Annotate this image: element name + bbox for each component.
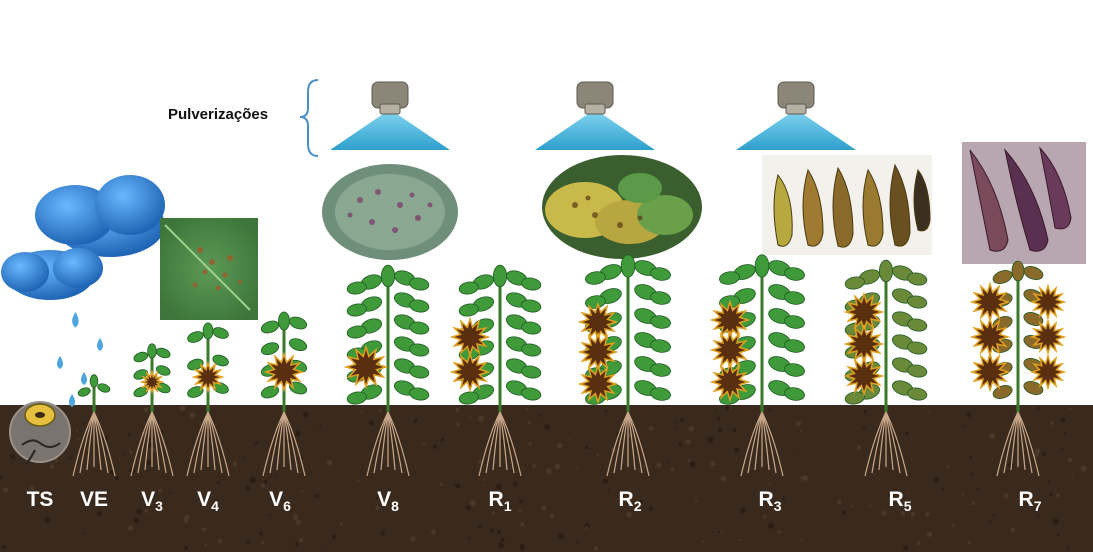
soybean-plant (343, 264, 430, 477)
soybean-plant (130, 343, 174, 477)
stage-sub: 3 (773, 498, 782, 514)
stage-label-v3: V3 (141, 488, 163, 514)
stage-sub: 8 (391, 498, 399, 514)
rain-cloud-icon (1, 175, 165, 300)
stage-label-r3: R3 (759, 488, 782, 514)
stage-base: TS (26, 488, 54, 511)
stage-sub: 5 (903, 498, 912, 514)
soybean-plant (72, 374, 116, 477)
stage-label-r5: R5 (889, 488, 912, 514)
soybean-plant (843, 259, 928, 477)
spray-nozzle-v8 (330, 81, 450, 150)
stage-label-v8: V8 (377, 488, 399, 514)
photo-leaf-v8-inset (322, 164, 458, 260)
lesion-icon (139, 369, 165, 395)
stage-base: R (888, 488, 904, 511)
soybean-plant (449, 264, 542, 477)
spray-bracket (299, 79, 319, 157)
photo-pods-r3-inset (762, 155, 932, 255)
photo-pods-r7-inset (962, 142, 1086, 264)
lesion-icon (263, 351, 305, 393)
lesion-icon (969, 316, 1011, 358)
stage-sub: 3 (155, 498, 163, 514)
lesion-icon (449, 351, 491, 393)
soybean-plant (260, 311, 308, 477)
stage-base: R (618, 488, 634, 511)
photo-leaf-r2-inset (542, 155, 702, 259)
stage-base: R (1018, 488, 1034, 511)
lesion-icon (843, 355, 885, 397)
stage-sub: 1 (503, 498, 512, 514)
stage-sub: 7 (1033, 498, 1042, 514)
stage-base: R (758, 488, 774, 511)
spray-label: Pulverizações (168, 106, 269, 123)
soybean-plant (969, 260, 1067, 477)
seed-icon (9, 401, 71, 466)
soybean-plant (709, 254, 805, 477)
raindrops (57, 312, 103, 407)
stage-base: V (269, 488, 284, 511)
soybean-plant (186, 322, 230, 477)
stage-base: VE (79, 488, 109, 511)
stage-label-r2: R2 (619, 488, 642, 514)
lesion-icon (1029, 353, 1067, 391)
lesion-icon (343, 344, 389, 390)
soybean-plants (72, 254, 1067, 477)
stage-sub: 2 (633, 498, 642, 514)
lesion-icon (1029, 318, 1067, 356)
stage-label-ve: VE (80, 488, 108, 514)
soybean-plant (577, 254, 671, 477)
stage-base: V (377, 488, 392, 511)
lesion-icon (577, 363, 619, 405)
stage-sub: 4 (211, 498, 219, 514)
lesion-icon (969, 281, 1011, 323)
stage-label-v6: V6 (269, 488, 291, 514)
lesion-icon (709, 361, 751, 403)
stage-label-r1: R1 (489, 488, 512, 514)
stage-label-r7: R7 (1019, 488, 1042, 514)
lesion-icon (449, 316, 491, 358)
photo-leaf-v4-inset (160, 218, 258, 320)
stage-base: V (141, 488, 156, 511)
stage-sub: 6 (283, 498, 291, 514)
stage-label-v4: V4 (197, 488, 219, 514)
lesion-icon (969, 351, 1011, 393)
spray-nozzle-r2 (535, 81, 655, 150)
stage-label-ts: TS (27, 488, 54, 514)
stage-base: V (197, 488, 212, 511)
lesion-icon (191, 360, 225, 394)
lesion-icon (1029, 283, 1067, 321)
stage-base: R (488, 488, 504, 511)
spray-nozzle-r3 (736, 81, 856, 150)
